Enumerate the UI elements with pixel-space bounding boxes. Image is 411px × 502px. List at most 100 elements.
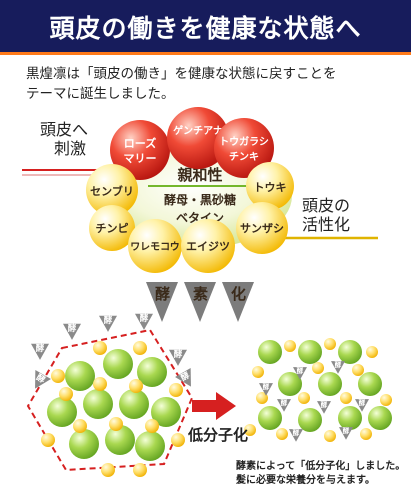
green-molecule (69, 429, 99, 459)
yellow-molecule (169, 383, 183, 397)
yellow-molecule (244, 424, 256, 436)
svg-text:酵: 酵 (36, 342, 45, 354)
yellow-molecule (252, 366, 264, 378)
enzyme-marker: 酵 (331, 360, 345, 374)
yellow-molecule (145, 419, 159, 433)
green-molecule (137, 357, 167, 387)
svg-text:酵: 酵 (335, 360, 342, 369)
enzyme-marker: 酵 (169, 348, 187, 366)
svg-text:酵: 酵 (297, 366, 304, 375)
yellow-bubble-touki: トウキ (246, 162, 294, 210)
svg-text:センブリ: センブリ (90, 184, 134, 198)
yellow-molecule (312, 362, 324, 374)
red-bubble-capsicum: トウガラシ チンキ (214, 118, 274, 178)
yellow-molecule (101, 463, 115, 477)
center-sub-1: 酵母・黒砂糖 (164, 192, 236, 207)
stimulus-label-line-1: 頭皮へ (40, 120, 89, 139)
yellow-molecule (324, 430, 336, 442)
yellow-molecule (171, 433, 185, 447)
enzyme-marker: 酵 (175, 368, 192, 387)
yellow-molecule (284, 340, 296, 352)
green-molecule (278, 372, 302, 396)
enzyme-marker: 酵 (135, 312, 153, 330)
green-molecule (338, 340, 362, 364)
molecule-cluster-small: 酵酵酵酵酵酵酵酵 (244, 338, 392, 442)
yellow-molecule (360, 428, 372, 440)
green-molecule (318, 372, 342, 396)
yellow-bubble-waremokou: ワレモコウ (128, 219, 182, 273)
enzyme-label-3: 化 (231, 285, 247, 303)
red-bubble-label-1: トウガラシ (219, 135, 269, 148)
red-bubble-label-1: ローズ (124, 136, 156, 150)
right-arrow-icon (192, 392, 236, 420)
result-line-1: 酵素によって「低分子化」しました。 (236, 461, 406, 472)
green-molecule (119, 389, 149, 419)
svg-text:酵: 酵 (281, 398, 288, 407)
svg-text:酵: 酵 (140, 312, 149, 324)
intro-line-1: 黒煌凛は「頭皮の働き」を健康な状態に戻すことを (26, 66, 337, 82)
green-molecule (368, 406, 392, 430)
yellow-molecule (93, 377, 107, 391)
svg-text:酵: 酵 (263, 382, 270, 391)
svg-text:チンピ: チンピ (96, 222, 129, 235)
low-molecular-label: 低分子化 (188, 426, 249, 444)
green-molecule (258, 406, 282, 430)
dashed-hexagon (26, 328, 194, 472)
activation-label: 頭皮の 活性化 (302, 196, 350, 234)
yellow-bubble-sanzashi: サンザシ (236, 202, 288, 254)
yellow-molecule (133, 341, 147, 355)
red-bubble-label: ゲンチアナ (173, 124, 223, 137)
enzyme-marker: 酵 (63, 322, 81, 340)
green-molecule (151, 397, 181, 427)
yellow-bubble-chinpi: チンピ (89, 205, 135, 251)
molecule-cluster-large: 酵酵酵酵酵酵酵 (26, 312, 194, 477)
yellow-molecule (41, 433, 55, 447)
svg-text:トウキ: トウキ (254, 181, 287, 194)
activation-label-line-1: 頭皮の (302, 196, 351, 215)
svg-text:エイジツ: エイジツ (186, 240, 230, 253)
yellow-molecule (133, 463, 147, 477)
yellow-molecule (256, 392, 268, 404)
green-molecule (103, 349, 133, 379)
enzyme-triangle-3 (222, 282, 254, 322)
header-banner: 頭皮の働きを健康な状態へ (0, 0, 411, 55)
green-molecule (83, 389, 113, 419)
red-bubble-rosemary: ローズ マリー (110, 120, 170, 180)
yellow-molecule (276, 428, 288, 440)
page-title: 頭皮の働きを健康な状態へ (49, 14, 362, 43)
svg-text:酵: 酵 (293, 428, 300, 437)
green-molecule (105, 425, 135, 455)
svg-text:酵: 酵 (359, 398, 366, 407)
enzyme-marker: 酵 (355, 398, 369, 412)
stimulus-label: 頭皮へ 刺激 (40, 120, 88, 158)
result-line-2: 髪に必要な栄養分を与えます。 (236, 475, 375, 486)
yellow-molecule (340, 392, 352, 404)
yellow-molecule (324, 338, 336, 350)
yellow-molecule (366, 346, 378, 358)
yellow-molecule (352, 364, 364, 376)
svg-text:酵: 酵 (174, 348, 183, 360)
green-molecule (338, 406, 362, 430)
green-molecule (358, 372, 382, 396)
intro-line-2: テーマに誕生しました。 (26, 86, 175, 102)
green-molecule (298, 408, 322, 432)
enzyme-marker: 酵 (99, 314, 117, 332)
enzyme-label-1: 酵 (155, 285, 171, 303)
svg-text:サンザシ: サンザシ (240, 222, 284, 235)
yellow-molecule (73, 419, 87, 433)
svg-text:酵: 酵 (104, 314, 113, 326)
enzyme-triangle-1 (146, 282, 178, 322)
enzyme-marker: 酵 (259, 382, 273, 396)
red-bubble-label-2: チンキ (229, 151, 259, 163)
svg-text:酵: 酵 (321, 400, 328, 409)
yellow-molecule (51, 369, 65, 383)
svg-text:ワレモコウ: ワレモコウ (130, 241, 180, 253)
center-title: 親和性 (177, 166, 222, 184)
yellow-molecule (93, 341, 107, 355)
svg-text:酵: 酵 (68, 322, 77, 334)
activation-label-line-2: 活性化 (302, 215, 351, 234)
yellow-bubble-senburi: センブリ (86, 164, 138, 216)
enzyme-marker: 酵 (289, 428, 303, 442)
enzyme-marker: 酵 (34, 370, 51, 389)
enzyme-marker: 酵 (317, 400, 331, 414)
